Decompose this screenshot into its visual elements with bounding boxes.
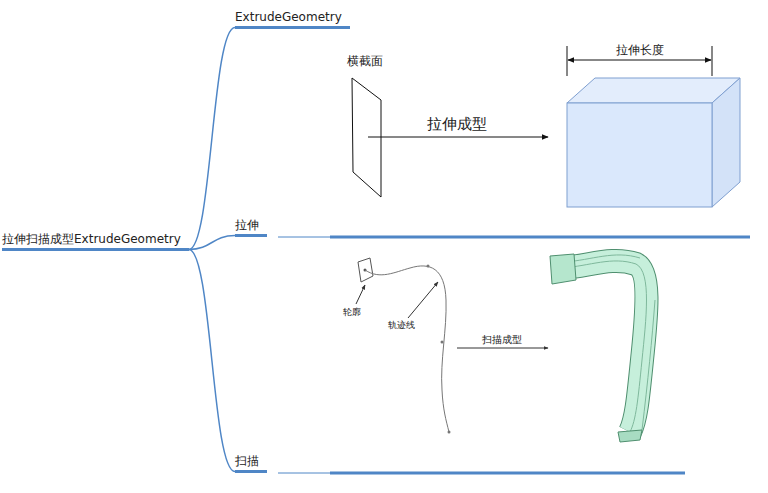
sweep-arrow xyxy=(457,348,548,349)
dimension-extension xyxy=(567,46,568,76)
swept-solid-outline xyxy=(562,261,647,432)
trajectory-point xyxy=(448,431,451,434)
swept-centerline xyxy=(562,261,647,432)
box-front xyxy=(567,103,712,207)
dimension-line xyxy=(568,60,711,61)
branch-topic: ExtrudeGeometry xyxy=(235,10,350,29)
root-topic: 拉伸扫描成型ExtrudeGeometry xyxy=(2,232,189,251)
topic-text: ExtrudeGeometry xyxy=(235,10,342,24)
branch-line xyxy=(330,472,685,475)
swept-edge xyxy=(642,300,655,430)
extrude-arrow xyxy=(368,137,548,138)
topic-text: 拉伸扫描成型ExtrudeGeometry xyxy=(2,232,181,246)
branch-topic: 扫描 xyxy=(235,454,267,473)
part-label: 轮廓 xyxy=(343,307,361,317)
branch-line xyxy=(278,473,330,474)
swept-solid xyxy=(562,261,647,432)
dimension-label: 拉伸长度 xyxy=(613,44,667,58)
trajectory-point xyxy=(427,265,430,268)
part-label: 轨迹线 xyxy=(388,320,415,330)
branch-connector xyxy=(189,28,235,250)
box-side xyxy=(712,78,740,207)
swept-edge xyxy=(565,255,640,262)
swept-start-cap xyxy=(550,254,576,284)
branch-line xyxy=(330,236,750,239)
operation-label: 扫描成型 xyxy=(482,334,522,346)
trajectory xyxy=(365,266,449,432)
branch-connector xyxy=(189,236,235,250)
leader-line xyxy=(408,282,438,318)
swept-end-cap xyxy=(618,430,642,442)
topic-text: 拉伸 xyxy=(235,218,259,232)
branch-line xyxy=(278,237,330,238)
branch-connector xyxy=(189,250,235,472)
leader-line xyxy=(356,285,365,304)
trajectory-point xyxy=(441,341,444,344)
operation-label: 拉伸成型 xyxy=(427,116,487,133)
topic-text: 扫描 xyxy=(235,454,259,468)
branch-topic: 拉伸 xyxy=(235,218,267,237)
box-top xyxy=(567,78,740,103)
part-label: 横截面 xyxy=(347,55,383,69)
dimension-extension xyxy=(712,46,713,76)
